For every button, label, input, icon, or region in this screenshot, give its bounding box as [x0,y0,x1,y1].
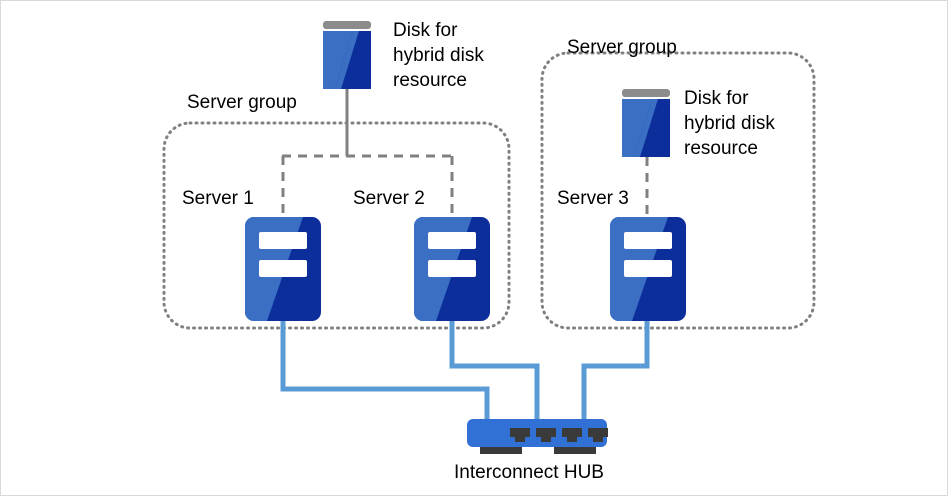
cable-server-1 [280,321,490,419]
disk-for-hybrid-disk-resource-right-icon [622,89,670,157]
server-3-icon [610,217,686,321]
server-group-right-label: Server group [567,37,677,58]
server-3-label: Server 3 [557,188,629,209]
hub-ports [510,428,608,442]
interconnect-hub-icon [467,419,608,454]
disk-top-label: Disk for hybrid disk resource [393,20,484,91]
server-1-icon [245,217,321,321]
server-group-right-box [540,51,816,330]
server-2-label: Server 2 [353,188,425,209]
server-2-icon [414,217,490,321]
server-group-left-label: Server group [187,92,297,113]
disk-for-hybrid-disk-resource-top-icon [323,21,371,89]
disk-right-label: Disk for hybrid disk resource [684,88,775,159]
server-1-label: Server 1 [182,188,254,209]
cable-server-2 [449,321,540,419]
server-group-left-box [162,121,511,330]
cable-server-3 [581,321,650,419]
interconnect-hub-label: Interconnect HUB [454,462,604,483]
